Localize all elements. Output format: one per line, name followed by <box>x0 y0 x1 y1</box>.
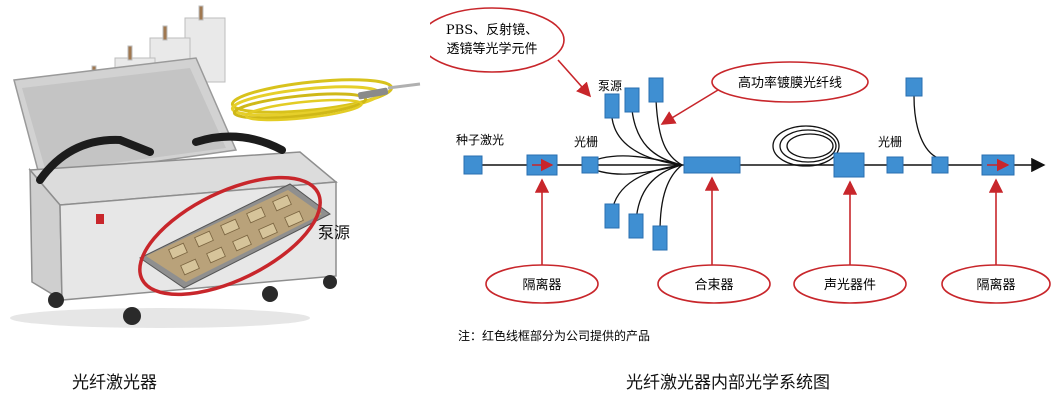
floor-shadow <box>10 308 310 328</box>
pump-fibers <box>583 95 939 233</box>
fiber-cable-coil <box>230 78 421 122</box>
grating-left-label: 光栅 <box>574 134 598 149</box>
isolator-right-bubble: 隔离器 <box>941 264 1051 304</box>
pump-block-top-right <box>905 77 923 97</box>
callout-pointers <box>534 176 1004 268</box>
optics-bubble: PBS、反射镜、 透镜等光学元件 <box>430 7 565 73</box>
chassis-wheels <box>48 275 337 325</box>
photo-pump-label: 泵源 <box>318 223 350 242</box>
chassis-handles <box>36 132 286 184</box>
fiber-laser-photo: 泵源 <box>10 5 421 328</box>
isolator-right-label: 隔离器 <box>976 277 1015 293</box>
acousto-optic-label: 声光器件 <box>824 278 876 293</box>
pump-block-4 <box>604 203 620 229</box>
coated-fiber-pointer <box>660 89 719 125</box>
diagram-note: 注：红色线框部分为公司提供的产品 <box>458 328 650 343</box>
seed-laser-block <box>463 155 483 175</box>
grating-left-block <box>581 156 599 174</box>
grating-right-label: 光栅 <box>878 134 902 149</box>
optics-bubble-line1: PBS、反射镜、 <box>446 22 538 38</box>
photo-caption: 光纤激光器 <box>72 373 157 393</box>
diagram-caption: 光纤激光器内部光学系统图 <box>626 373 830 393</box>
coated-fiber-label: 高功率镀膜光纤线 <box>738 75 842 91</box>
combiner-label: 合束器 <box>694 278 733 293</box>
pump-label: 泵源 <box>598 79 622 93</box>
pump-block-2 <box>624 87 640 113</box>
isolator-left-label: 隔离器 <box>522 277 561 293</box>
pump-combiner-right-block <box>931 156 949 174</box>
pump-block-1 <box>604 93 620 119</box>
pump-drawer <box>139 183 331 289</box>
optical-system-diagram: PBS、反射镜、 透镜等光学元件 高功率镀膜光纤线 泵源 <box>430 7 1051 343</box>
optics-bubble-pointer <box>557 59 592 98</box>
optics-bubble-line2: 透镜等光学元件 <box>446 41 537 57</box>
fiber-coil <box>772 125 840 167</box>
combiner-bubble: 合束器 <box>657 264 771 304</box>
isolator-left-bubble: 隔离器 <box>485 264 599 304</box>
combiner-block <box>683 156 741 174</box>
pump-block-3 <box>648 77 664 103</box>
optical-components <box>463 77 1015 251</box>
acousto-optic-block <box>833 152 865 178</box>
pump-block-6 <box>652 225 668 251</box>
grating-right-block <box>886 156 904 174</box>
acousto-optic-bubble: 声光器件 <box>793 264 907 304</box>
seed-laser-label: 种子激光 <box>456 133 504 147</box>
coated-fiber-bubble: 高功率镀膜光纤线 <box>711 61 869 103</box>
pump-block-5 <box>628 213 644 239</box>
pump-highlight-ellipse <box>138 175 322 297</box>
